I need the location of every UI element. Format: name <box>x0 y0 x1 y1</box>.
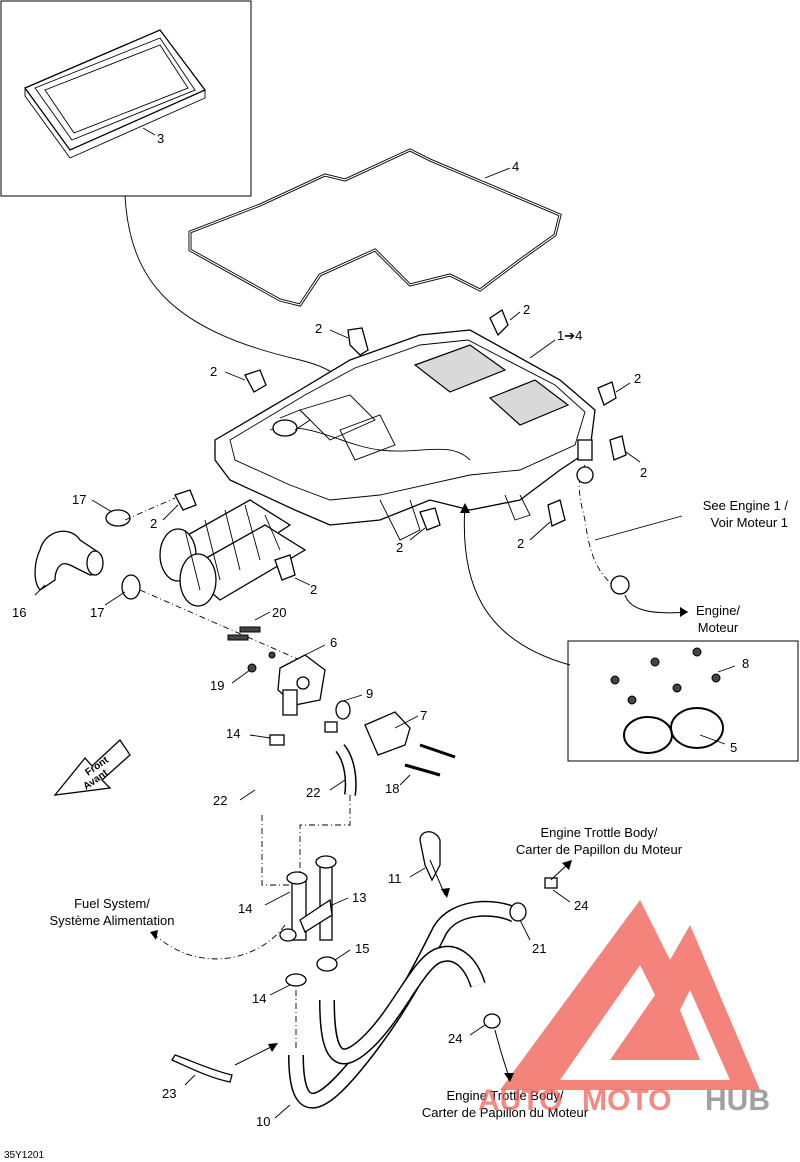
callout-2: 2 <box>634 371 641 386</box>
callout-18: 18 <box>385 781 399 796</box>
watermark-auto: AUTO <box>478 1084 562 1117</box>
note-fuel-system-fr: Système Alimentation <box>49 913 174 928</box>
callout-14: 14 <box>252 991 266 1006</box>
callout-9: 9 <box>366 686 373 701</box>
callout-1-to-4: 1➔4 <box>557 328 582 343</box>
tee-fitting <box>279 855 338 987</box>
callout-23: 23 <box>162 1086 176 1101</box>
clamp-17-upper <box>105 509 131 527</box>
callout-22: 22 <box>306 785 320 800</box>
callout-6: 6 <box>330 635 337 650</box>
callout-2: 2 <box>315 321 322 336</box>
note-fuel-system-en: Fuel System/ <box>74 896 150 911</box>
callout-14: 14 <box>226 726 240 741</box>
figure-code: 35Y1201 <box>4 1150 44 1161</box>
callout-14: 14 <box>238 901 252 916</box>
note-voir-moteur-1: Voir Moteur 1 <box>711 515 788 530</box>
callout-3: 3 <box>157 131 164 146</box>
callout-11: 11 <box>388 871 402 886</box>
clamp-17-lower <box>121 574 141 600</box>
note-throttle-bottom-en: Engine Trottle Body/ <box>446 1088 563 1103</box>
filter-inset-box <box>0 0 252 197</box>
note-throttle-top-en: Engine Trottle Body/ <box>540 825 657 840</box>
note-throttle-top-fr: Carter de Papillon du Moteur <box>516 842 683 857</box>
watermark-moto: MOTO <box>582 1084 671 1117</box>
callout-13: 13 <box>352 890 366 905</box>
air-filter <box>23 29 207 159</box>
callout-24: 24 <box>574 898 588 913</box>
callout-2: 2 <box>517 536 524 551</box>
callout-22: 22 <box>213 793 227 808</box>
callout-16: 16 <box>12 605 26 620</box>
front-direction-arrow <box>53 739 131 796</box>
callout-2: 2 <box>523 302 530 317</box>
airbox-gasket <box>188 148 562 307</box>
note-see-engine-1: See Engine 1 / <box>703 498 789 513</box>
callout-5: 5 <box>730 740 737 755</box>
callout-24: 24 <box>448 1031 462 1046</box>
note-engine: Engine/ <box>696 603 740 618</box>
callout-15: 15 <box>355 941 369 956</box>
callout-17: 17 <box>90 605 104 620</box>
kit-screws <box>610 647 721 705</box>
callout-2: 2 <box>396 540 403 555</box>
callout-21: 21 <box>532 941 546 956</box>
callout-7: 7 <box>420 708 427 723</box>
callout-17: 17 <box>72 492 86 507</box>
note-throttle-bottom-fr: Carter de Papillon du Moteur <box>422 1105 589 1120</box>
watermark-logo <box>500 900 760 1090</box>
intake-tubes <box>159 499 307 607</box>
note-moteur: Moteur <box>698 620 739 635</box>
callout-10: 10 <box>256 1114 270 1129</box>
leader-lines <box>34 311 736 1119</box>
callout-20: 20 <box>272 605 286 620</box>
hardware-kit-box <box>567 640 799 762</box>
callout-2: 2 <box>150 516 157 531</box>
callout-4: 4 <box>512 159 519 174</box>
hose-clamp-11 <box>419 831 441 882</box>
sensor-bracket-assembly <box>227 626 456 777</box>
airbox-assembly <box>214 329 596 541</box>
retaining-clips <box>174 309 627 581</box>
watermark-hub: HUB <box>705 1084 770 1117</box>
elbow-hose <box>34 530 104 591</box>
callout-8: 8 <box>742 656 749 671</box>
callout-2: 2 <box>310 582 317 597</box>
callout-2: 2 <box>640 465 647 480</box>
callout-19: 19 <box>210 678 224 693</box>
callout-2: 2 <box>210 364 217 379</box>
